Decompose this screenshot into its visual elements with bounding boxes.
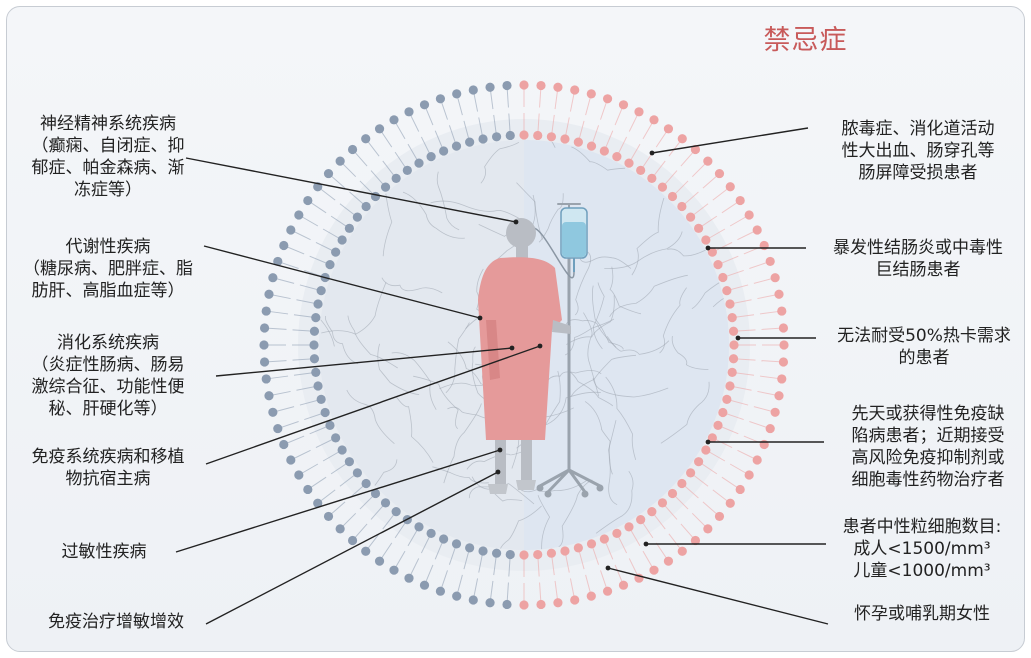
label-line: 消化系统疾病	[57, 333, 159, 353]
right-membrane-ring	[519, 80, 789, 610]
label-line: （癫痫、自闭症、抑	[31, 136, 185, 156]
right-leader-line-1	[651, 127, 809, 154]
right-label-1: 脓毒症、消化道活动性大出血、肠穿孔等肠屏障受损患者	[813, 118, 1023, 184]
label-line: 巨结肠患者	[875, 260, 961, 280]
label-line: 激综合征、功能性便	[31, 377, 185, 397]
patient-figure	[478, 218, 571, 494]
label-line: 无法耐受50%热卡需求	[837, 326, 1011, 346]
right-leader-dot-1	[649, 150, 655, 156]
left-leader-line-3	[215, 347, 513, 377]
right-leader-dot-5	[643, 541, 649, 547]
label-line: 高风险免疫抑制剂或	[851, 448, 1005, 468]
label-line: 儿童<1000/mm³	[853, 561, 991, 581]
label-line: 细胞毒性药物治疗者	[851, 470, 1005, 490]
left-leader-line-5	[175, 449, 501, 553]
label-line: 的患者	[898, 348, 950, 368]
label-line: （炎症性肠病、肠易	[31, 355, 185, 375]
right-label-3: 无法耐受50%热卡需求的患者	[819, 325, 1029, 369]
label-line: 怀孕或哺乳期女性	[854, 604, 990, 624]
left-leader-line-6	[205, 471, 499, 625]
left-label-1: 神经精神系统疾病（癫痫、自闭症、抑郁症、帕金森病、渐冻症等）	[8, 113, 208, 201]
label-line: （糖尿病、肥胖症、脂	[23, 259, 193, 279]
leader-lines	[175, 127, 829, 625]
right-label-4: 先天或获得性免疫缺陷病患者；近期接受高风险免疫抑制剂或细胞毒性药物治疗者	[823, 403, 1031, 491]
left-leader-dot-6	[495, 469, 501, 475]
label-line: 脓毒症、消化道活动	[841, 119, 995, 139]
label-line: 性大出血、肠穿孔等	[841, 141, 995, 161]
right-leader-line-6	[607, 567, 829, 625]
left-leader-dot-2	[477, 315, 483, 321]
left-leader-dot-4	[537, 343, 543, 349]
label-line: 肠屏障受损患者	[858, 163, 978, 183]
right-leader-dot-3	[735, 335, 741, 341]
label-line: 秘、肝硬化等）	[48, 399, 168, 419]
label-line: 冻症等）	[74, 180, 142, 200]
right-leader-dot-2	[705, 245, 711, 251]
left-leader-line-1	[185, 157, 517, 223]
left-leader-dot-1	[513, 219, 519, 225]
label-line: 神经精神系统疾病	[40, 114, 176, 134]
left-label-2: 代谢性疾病（糖尿病、肥胖症、脂肪肝、高脂血症等）	[8, 236, 208, 302]
left-leader-line-4	[205, 345, 541, 465]
left-leader-line-2	[203, 245, 481, 319]
right-leader-dot-6	[605, 565, 611, 571]
label-line: 先天或获得性免疫缺	[851, 404, 1005, 424]
left-leader-dot-5	[497, 447, 503, 453]
left-leader-dot-3	[509, 345, 515, 351]
label-line: 代谢性疾病	[65, 237, 151, 257]
label-line: 物抗宿主病	[65, 469, 151, 489]
diagram-title: 禁忌症	[763, 25, 848, 56]
microbiome-fibers	[319, 140, 729, 550]
right-label-2: 暴发性结肠炎或中毒性巨结肠患者	[813, 237, 1023, 281]
label-line: 肪肝、高脂血症等）	[31, 281, 185, 301]
label-line: 成人<1500/mm³	[853, 539, 991, 559]
label-line: 免疫治疗增敏增效	[48, 612, 184, 632]
left-label-3: 消化系统疾病（炎症性肠病、肠易激综合征、功能性便秘、肝硬化等）	[8, 332, 208, 420]
left-membrane-ring	[259, 80, 515, 610]
label-line: 暴发性结肠炎或中毒性	[833, 238, 1003, 258]
label-line: 郁症、帕金森病、渐	[31, 158, 185, 178]
left-label-5: 过敏性疾病	[4, 541, 204, 563]
left-label-6: 免疫治疗增敏增效	[6, 611, 226, 633]
left-label-4: 免疫系统疾病和移植物抗宿主病	[8, 446, 208, 490]
right-label-6: 怀孕或哺乳期女性	[817, 603, 1027, 625]
label-line: 免疫系统疾病和移植	[31, 447, 185, 467]
label-line: 患者中性粒细胞数目:	[842, 517, 1002, 537]
label-line: 陷病患者；近期接受	[851, 426, 1005, 446]
right-leader-dot-4	[705, 439, 711, 445]
label-line: 过敏性疾病	[61, 542, 147, 562]
